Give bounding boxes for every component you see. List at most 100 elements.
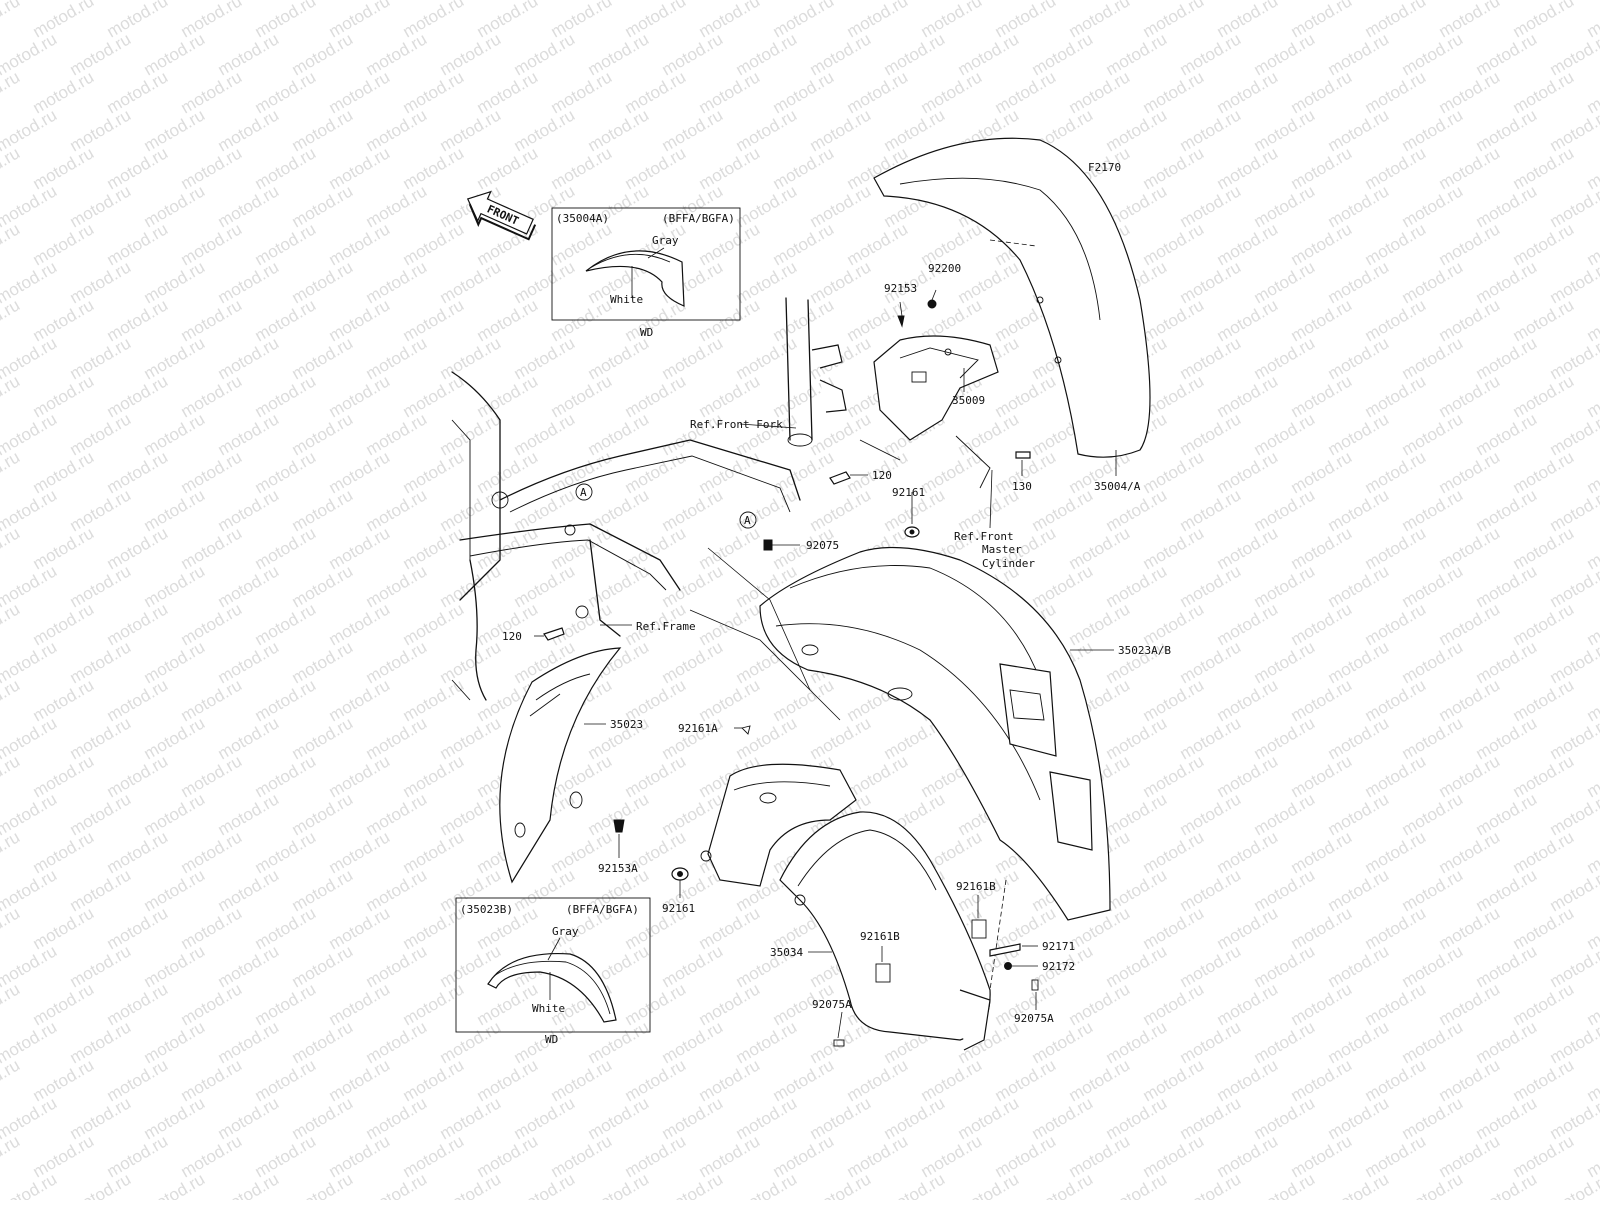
watermark-text: motod.ru	[30, 1131, 98, 1181]
watermark-text: motod.ru	[474, 219, 542, 269]
watermark-text: motod.ru	[474, 67, 542, 117]
watermark-text: motod.ru	[0, 295, 23, 345]
watermark-text: motod.ru	[326, 903, 394, 953]
watermark-text: motod.ru	[807, 409, 875, 459]
watermark-text: motod.ru	[918, 447, 986, 497]
bolt-92153	[898, 316, 904, 326]
watermark-text: motod.ru	[104, 295, 172, 345]
watermark-text: motod.ru	[1510, 371, 1578, 421]
watermark-text: motod.ru	[1103, 1017, 1171, 1067]
watermark-text: motod.ru	[104, 67, 172, 117]
watermark-text: motod.ru	[807, 1169, 875, 1200]
watermark-text: motod.ru	[1251, 789, 1319, 839]
watermark-text: motod.ru	[1214, 447, 1282, 497]
svg-text:A: A	[744, 514, 751, 527]
watermark-text: motod.ru	[178, 371, 246, 421]
watermark-text: motod.ru	[1140, 447, 1208, 497]
ref-frame: Ref.Frame	[636, 620, 696, 633]
watermark-text: motod.ru	[1510, 219, 1578, 269]
watermark-text: motod.ru	[1103, 1169, 1171, 1200]
watermark-text: motod.ru	[1473, 29, 1541, 79]
label-35023: 35023	[610, 718, 643, 731]
watermark-text: motod.ru	[289, 485, 357, 535]
watermark-text: motod.ru	[770, 67, 838, 117]
watermark-text: motod.ru	[1362, 599, 1430, 649]
watermark-text: motod.ru	[659, 409, 727, 459]
watermark-text: motod.ru	[511, 1093, 579, 1143]
watermark-text: motod.ru	[844, 1131, 912, 1181]
watermark-text: motod.ru	[363, 789, 431, 839]
watermark-text: motod.ru	[215, 409, 283, 459]
watermark-text: motod.ru	[104, 219, 172, 269]
watermark-text: motod.ru	[178, 67, 246, 117]
watermark-text: motod.ru	[437, 1169, 505, 1200]
watermark-text: motod.ru	[1436, 371, 1504, 421]
watermark-text: motod.ru	[1362, 979, 1430, 1029]
watermark-text: motod.ru	[178, 979, 246, 1029]
watermark-text: motod.ru	[0, 979, 23, 1029]
watermark-text: motod.ru	[1436, 979, 1504, 1029]
watermark-text: motod.ru	[215, 1169, 283, 1200]
watermark-text: motod.ru	[1140, 67, 1208, 117]
watermark-text: motod.ru	[733, 105, 801, 155]
label-120-top: 120	[872, 469, 892, 482]
inset-top-gray: Gray	[652, 234, 679, 247]
watermark-text: motod.ru	[289, 713, 357, 763]
watermark-text: motod.ru	[918, 1055, 986, 1105]
watermark-text: motod.ru	[1103, 105, 1171, 155]
watermark-text: motod.ru	[1510, 523, 1578, 573]
watermark-text: motod.ru	[437, 257, 505, 307]
watermark-text: motod.ru	[696, 599, 764, 649]
ref-circle-a-1: A	[576, 484, 592, 500]
watermark-text: motod.ru	[1140, 827, 1208, 877]
watermark-text: motod.ru	[1288, 447, 1356, 497]
watermark-text: motod.ru	[289, 29, 357, 79]
label-92075A-right: 92075A	[1014, 1012, 1054, 1025]
watermark-text: motod.ru	[1399, 789, 1467, 839]
watermark-text: motod.ru	[215, 637, 283, 687]
watermark-text: motod.ru	[1251, 409, 1319, 459]
watermark-text: motod.ru	[252, 1131, 320, 1181]
watermark-text: motod.ru	[1547, 485, 1600, 535]
watermark-text: motod.ru	[844, 751, 912, 801]
watermark-text: motod.ru	[0, 827, 23, 877]
watermark-text: motod.ru	[215, 257, 283, 307]
watermark-text: motod.ru	[1399, 1017, 1467, 1067]
watermark-text: motod.ru	[1177, 865, 1245, 915]
watermark-text: motod.ru	[733, 1017, 801, 1067]
watermark-text: motod.ru	[1473, 1093, 1541, 1143]
watermark-text: motod.ru	[1362, 827, 1430, 877]
watermark-text: motod.ru	[585, 105, 653, 155]
watermark-text: motod.ru	[252, 67, 320, 117]
watermark-text: motod.ru	[363, 105, 431, 155]
watermark-text: motod.ru	[1177, 1017, 1245, 1067]
watermark-text: motod.ru	[1436, 523, 1504, 573]
watermark-text: motod.ru	[30, 295, 98, 345]
watermark-text: motod.ru	[1214, 675, 1282, 725]
watermark-text: motod.ru	[696, 1131, 764, 1181]
watermark-text: motod.ru	[1288, 523, 1356, 573]
watermark-text: motod.ru	[215, 29, 283, 79]
watermark-text: motod.ru	[1510, 827, 1578, 877]
watermark-text: motod.ru	[326, 1131, 394, 1181]
watermark-text: motod.ru	[585, 1093, 653, 1143]
watermark-text: motod.ru	[0, 1131, 23, 1181]
watermark-text: motod.ru	[733, 485, 801, 535]
watermark-text: motod.ru	[1325, 29, 1393, 79]
watermark-text: motod.ru	[1214, 67, 1282, 117]
watermark-text: motod.ru	[1140, 523, 1208, 573]
watermark-text: motod.ru	[1510, 295, 1578, 345]
watermark-text: motod.ru	[1177, 29, 1245, 79]
watermark-text: motod.ru	[1288, 599, 1356, 649]
label-35009: 35009	[952, 394, 985, 407]
watermark-text: motod.ru	[104, 1055, 172, 1105]
watermark-text: motod.ru	[992, 371, 1060, 421]
watermark-text: motod.ru	[955, 1093, 1023, 1143]
watermark-text: motod.ru	[1214, 143, 1282, 193]
watermark-text: motod.ru	[1362, 371, 1430, 421]
watermark-text: motod.ru	[104, 523, 172, 573]
watermark-text: motod.ru	[1399, 29, 1467, 79]
ref-master-cylinder-2: Master	[982, 543, 1022, 556]
watermark-text: motod.ru	[400, 1055, 468, 1105]
watermark-text: motod.ru	[104, 827, 172, 877]
